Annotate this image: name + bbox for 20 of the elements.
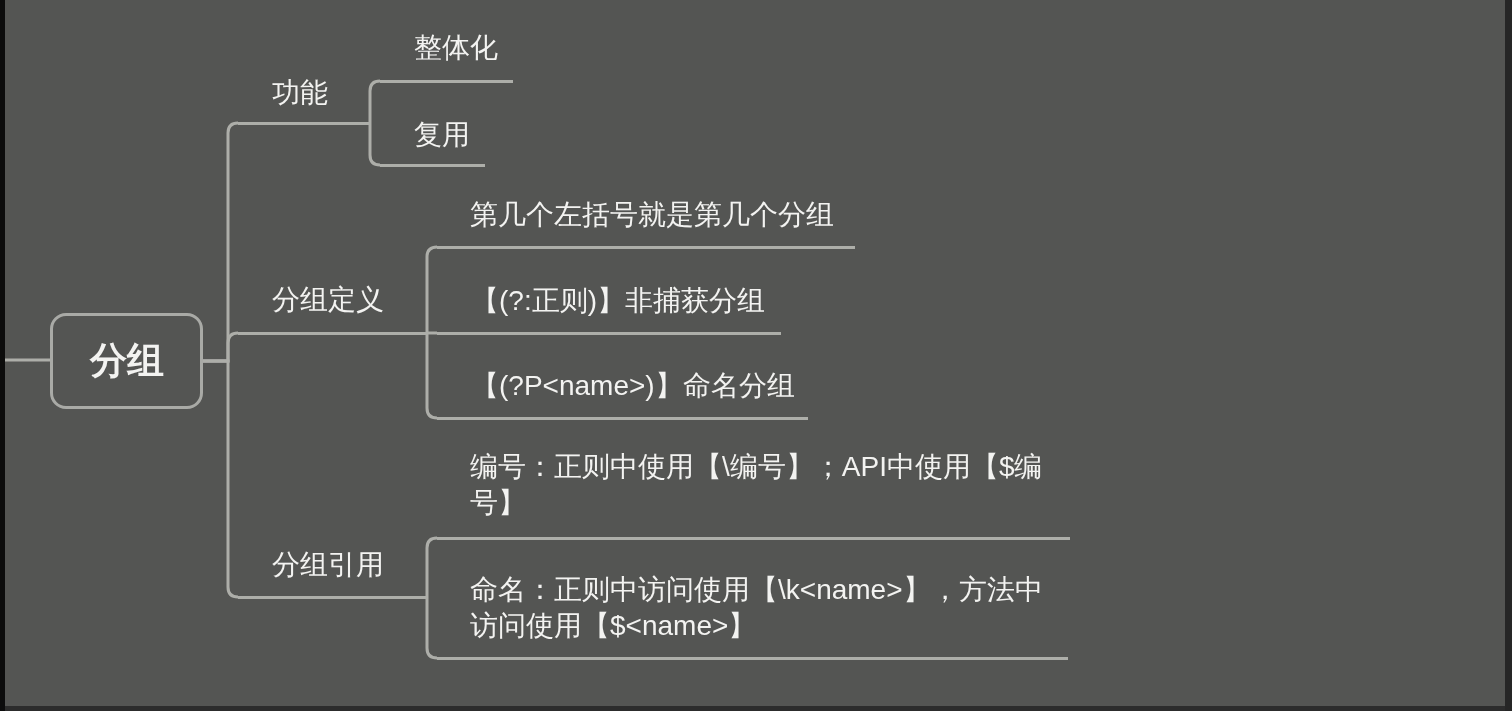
underlined-topic: 复用	[380, 117, 485, 167]
underlined-topic: 分组引用	[238, 547, 427, 599]
connector-line	[368, 121, 381, 167]
underlined-topic: 命名：正则中访问使用【\k<name>】，方法中访问使用【$<name>】	[437, 572, 1068, 660]
connector-line	[368, 79, 381, 125]
connector-line	[5, 358, 50, 362]
underlined-topic: 功能	[238, 75, 370, 125]
connector-line	[425, 245, 438, 335]
topic-box: 分组	[50, 313, 203, 409]
underlined-topic: 编号：正则中使用【\编号】；API中使用【$编号】	[437, 449, 1070, 540]
underlined-topic: 分组定义	[238, 282, 427, 335]
underlined-topic: 【(?:正则)】非捕获分组	[437, 283, 781, 335]
connector-line	[425, 595, 438, 660]
underlined-topic: 整体化	[380, 30, 513, 83]
connector-line	[425, 331, 438, 420]
underlined-topic: 【(?P<name>)】命名分组	[437, 368, 808, 420]
underlined-topic: 第几个左括号就是第几个分组	[437, 197, 855, 249]
connector-line	[203, 359, 239, 599]
connector-line	[425, 536, 438, 599]
connector-line	[425, 331, 437, 335]
